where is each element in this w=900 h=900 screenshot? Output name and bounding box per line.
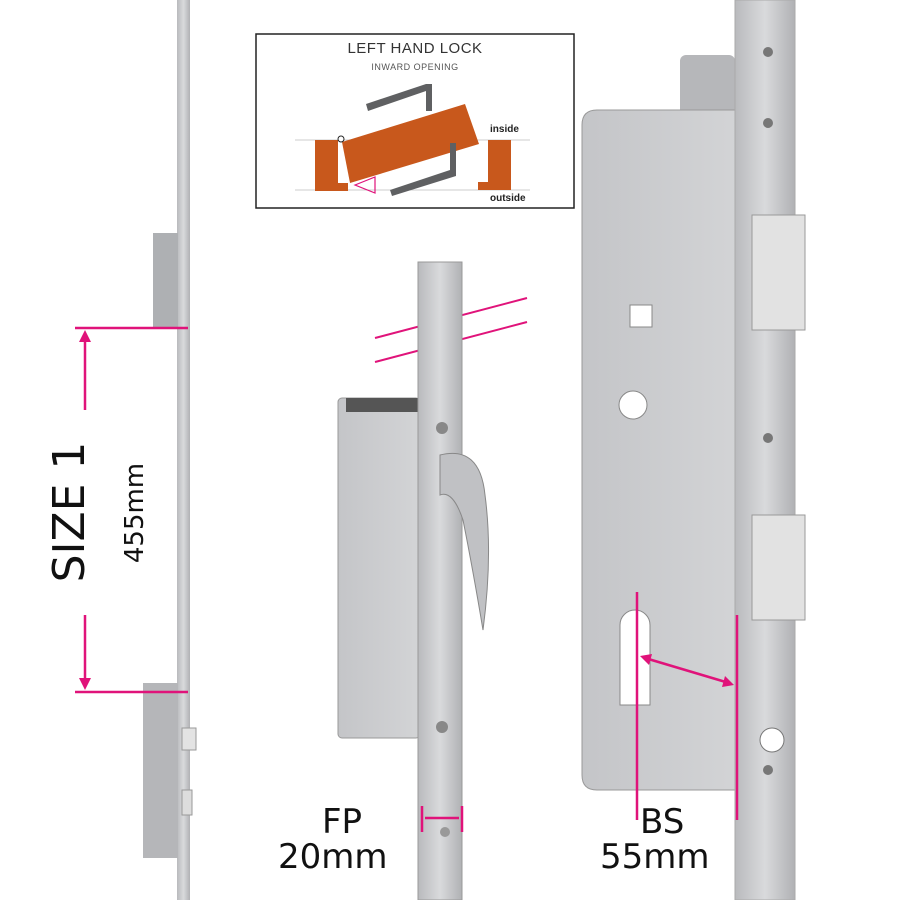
hook-lock-detail xyxy=(337,261,528,900)
faceplate-dimension xyxy=(420,806,464,832)
size-dimension-line xyxy=(75,326,188,694)
faceplate-label: FP xyxy=(322,802,363,842)
faceplate-value: 20mm xyxy=(278,837,388,877)
main-lock-case xyxy=(581,0,806,900)
backset-value: 55mm xyxy=(600,837,710,877)
inside-label: inside xyxy=(490,124,519,135)
full-length-lock-strip xyxy=(143,0,197,900)
size-value: 455mm xyxy=(120,462,150,564)
outside-label: outside xyxy=(490,193,526,204)
backset-label: BS xyxy=(640,802,685,842)
size-label: SIZE 1 xyxy=(44,441,95,583)
inset-subtitle: INWARD OPENING xyxy=(371,62,459,72)
backset-dimension xyxy=(635,592,739,820)
inset-left-hand-lock-diagram xyxy=(255,33,575,209)
inset-title: LEFT HAND LOCK xyxy=(347,40,483,57)
